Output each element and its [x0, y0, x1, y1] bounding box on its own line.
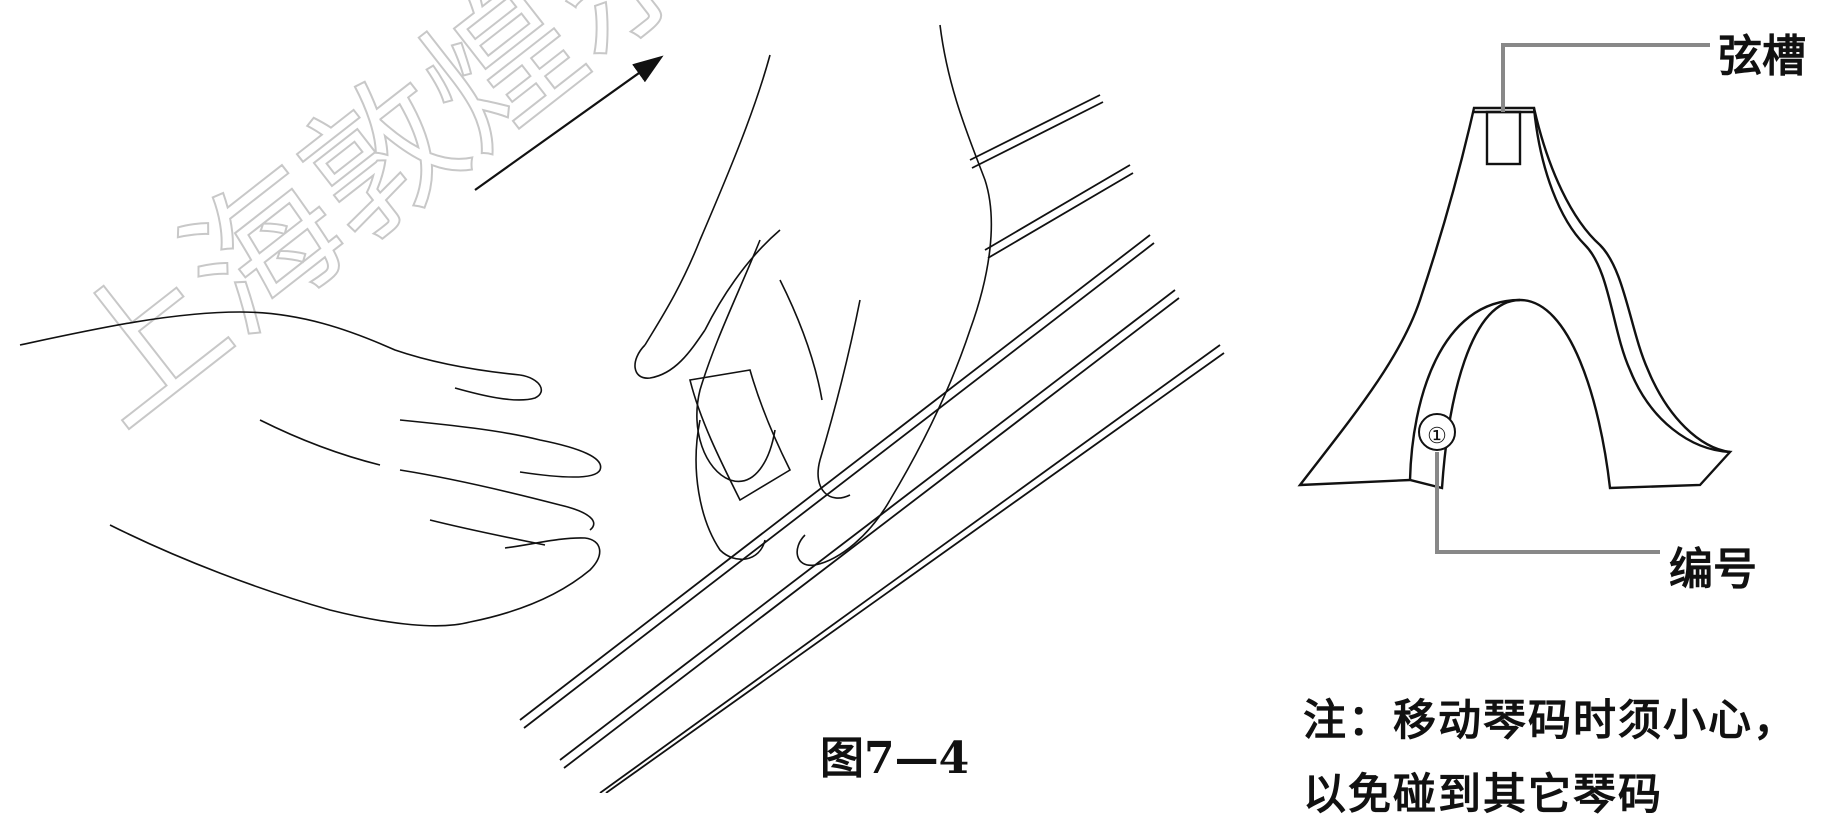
- leader-string-groove: [1501, 43, 1710, 112]
- bridge-arch: [1408, 298, 1521, 481]
- note-line-1: 注：移动琴码时须小心，: [1303, 696, 1798, 746]
- bridge-in-hand: [689, 369, 792, 502]
- right-hand: [634, 24, 993, 566]
- number-label: 编号: [1669, 544, 1757, 595]
- note-line-2: 以免碰到其它琴码: [1303, 770, 1663, 820]
- motion-arrow: [474, 55, 664, 191]
- bridge-inner-edge: [1532, 107, 1731, 454]
- string-groove-slot: [1485, 110, 1522, 166]
- number-mark-circle: [1418, 413, 1456, 451]
- leader-lines: [1435, 43, 1710, 554]
- left-hand: [19, 311, 602, 627]
- bridge-outline: [1297, 106, 1733, 490]
- figure-caption: 图7—4: [820, 733, 970, 784]
- bridge-diagram: ①: [1297, 106, 1733, 490]
- leader-number: [1435, 452, 1660, 554]
- string-groove-label: 弦槽: [1718, 31, 1806, 82]
- figure-canvas: 上海敦煌乐器有限公司版权所有: [19, 0, 1798, 793]
- number-mark: ①: [1427, 424, 1447, 449]
- guzheng-strings: [519, 94, 1225, 793]
